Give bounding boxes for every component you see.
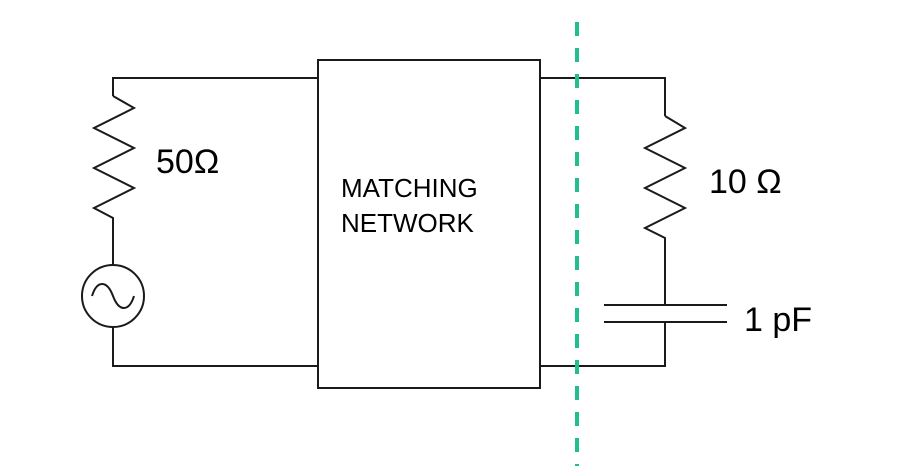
load-resistor-label: 10 Ω — [709, 163, 782, 201]
capacitor-icon — [604, 304, 727, 323]
matching-network-box — [317, 59, 541, 389]
source-top-wire — [112, 77, 318, 96]
load-top-wire — [540, 77, 666, 116]
source-resistor-label: 50Ω — [156, 143, 219, 181]
ac-source-icon — [81, 264, 145, 328]
matching-network-label-line2: NETWORK — [341, 208, 475, 238]
source-bottom-wire — [112, 327, 318, 367]
matching-network-label-line1: MATCHING — [341, 173, 478, 203]
load-bottom-wire — [540, 322, 666, 367]
load-capacitor-label: 1 pF — [744, 301, 812, 339]
source-resistor-icon — [91, 95, 137, 265]
load-resistor-icon — [642, 115, 688, 304]
